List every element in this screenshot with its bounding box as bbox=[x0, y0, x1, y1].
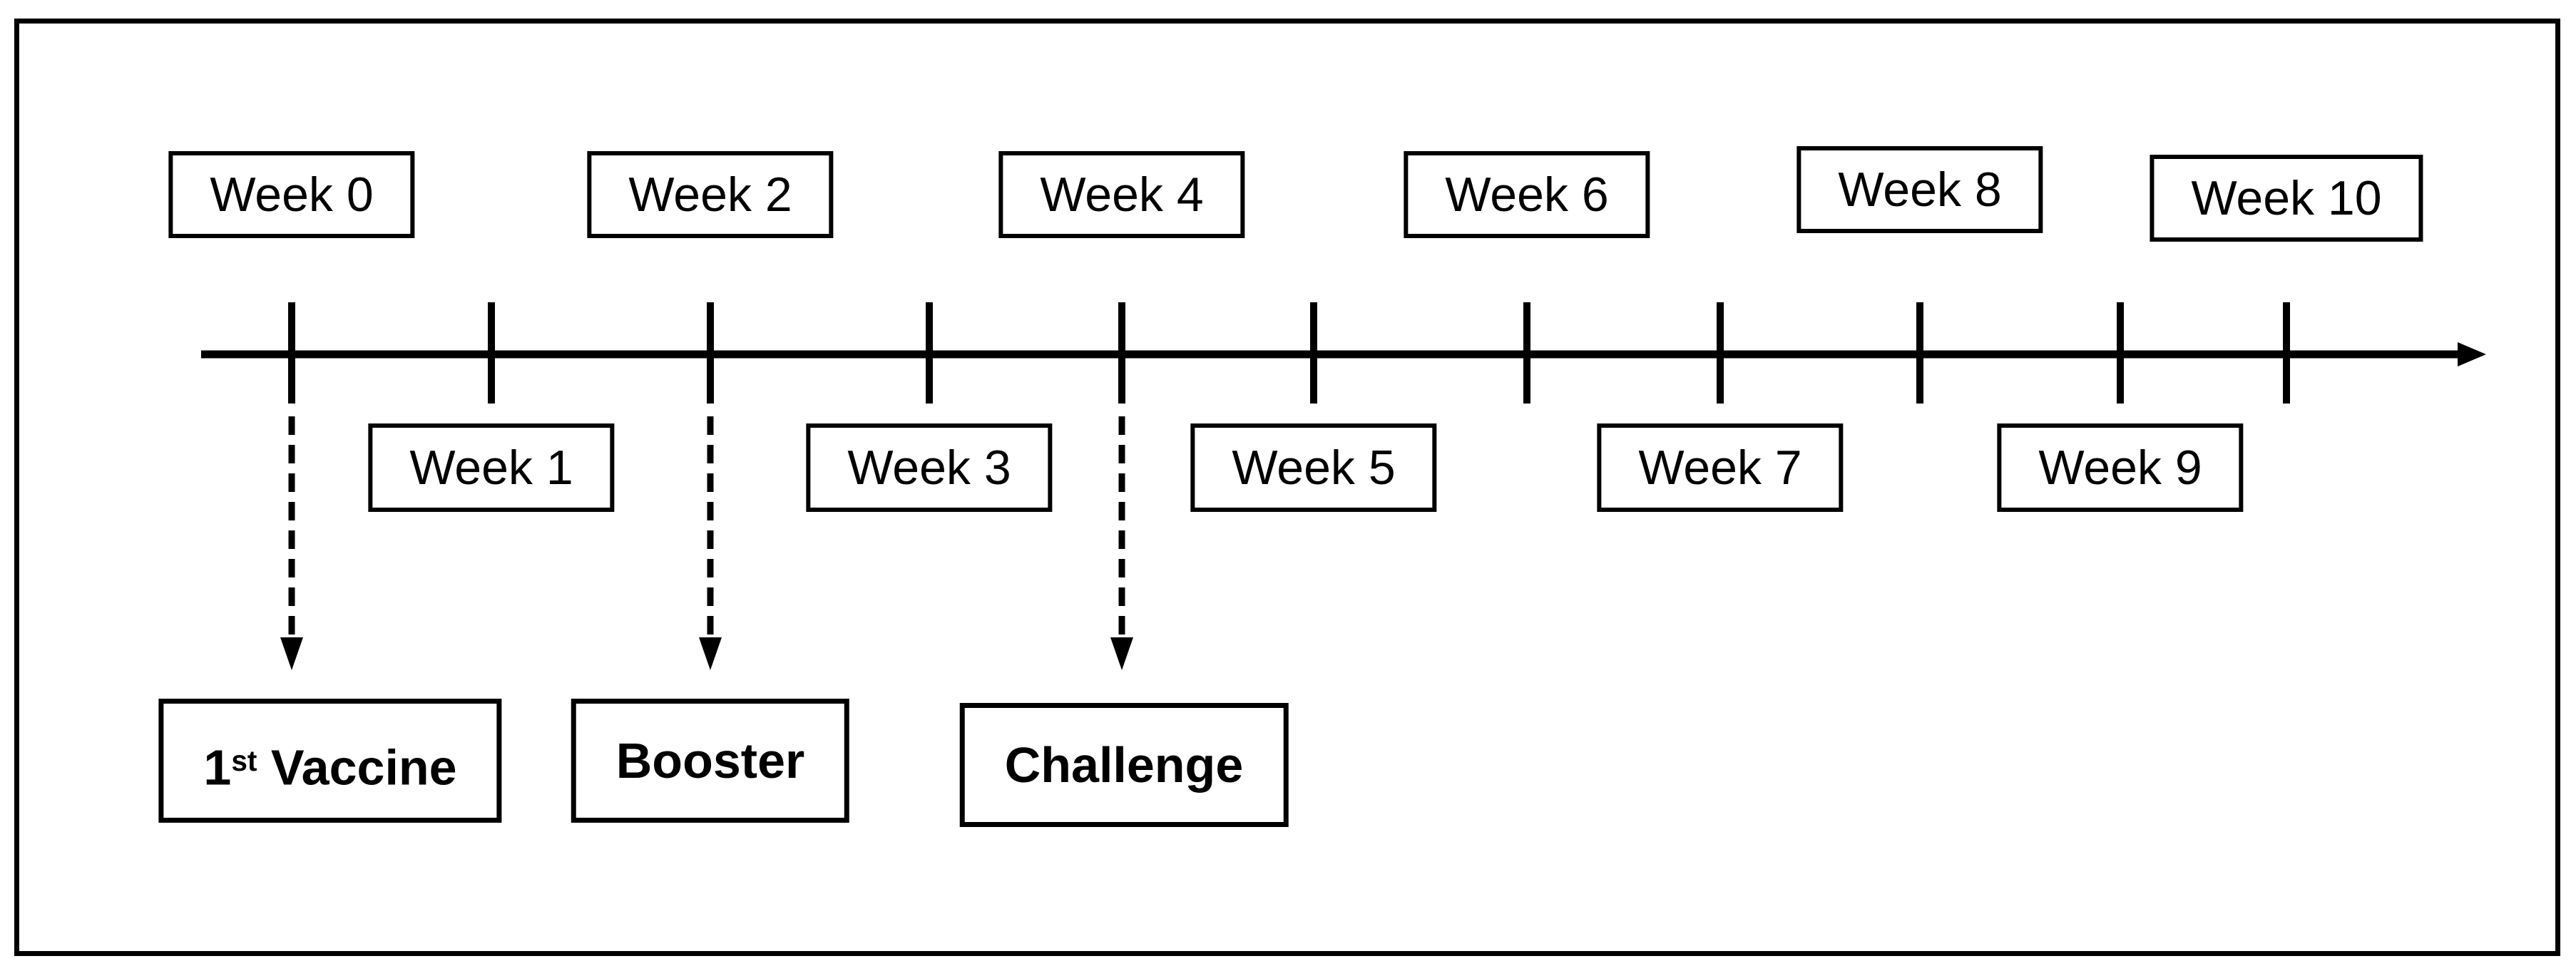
week-label-box-7: Week 7 bbox=[1597, 423, 1844, 512]
week-label-box-8: Week 8 bbox=[1796, 146, 2043, 233]
week-label-box-0: Week 0 bbox=[168, 151, 415, 238]
event-box-booster: Booster bbox=[571, 699, 850, 823]
event-label-rest: Vaccine bbox=[257, 739, 457, 796]
event-label-base: 1 bbox=[203, 739, 232, 796]
week-label-box-10: Week 10 bbox=[2150, 155, 2423, 242]
right-arrowhead-icon bbox=[2458, 342, 2486, 366]
week-label-box-3: Week 3 bbox=[806, 423, 1053, 512]
down-arrowhead-icon-week-0 bbox=[280, 637, 303, 670]
event-box-challenge: Challenge bbox=[959, 703, 1289, 827]
week-label-box-9: Week 9 bbox=[1997, 423, 2244, 512]
week-label-box-2: Week 2 bbox=[587, 151, 834, 238]
week-label-box-6: Week 6 bbox=[1404, 151, 1650, 238]
event-box-first-vaccine: 1st Vaccine bbox=[158, 699, 502, 823]
down-arrowhead-icon-week-2 bbox=[699, 637, 722, 670]
week-label-box-5: Week 5 bbox=[1190, 423, 1437, 512]
event-label-ordinal-superscript: st bbox=[231, 744, 257, 777]
week-label-box-1: Week 1 bbox=[368, 423, 615, 512]
down-arrowhead-icon-week-4 bbox=[1110, 637, 1133, 670]
week-label-box-4: Week 4 bbox=[998, 151, 1245, 238]
